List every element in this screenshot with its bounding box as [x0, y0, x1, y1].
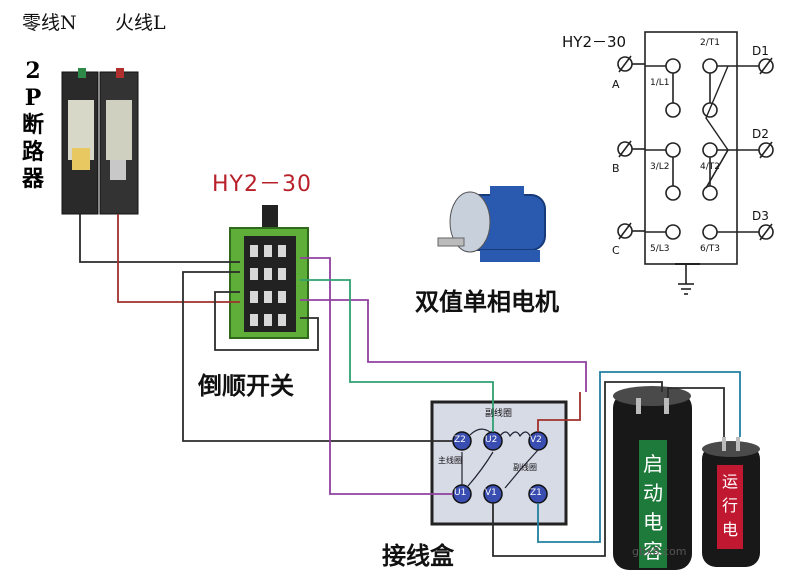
- wire-purple-to-u1: [300, 257, 453, 495]
- input-label-c: C: [612, 244, 620, 257]
- contact-4-t2: 4/T2: [700, 162, 720, 172]
- output-label-d2: D2: [752, 127, 769, 141]
- contact-5-l3: 5/L3: [650, 244, 670, 254]
- wire-red-v2: [537, 392, 581, 432]
- contact-3-l2: 3/L2: [650, 162, 670, 172]
- contact-6-t3: 6/T3: [700, 244, 720, 254]
- terminal-label-z1: Z1: [530, 488, 542, 498]
- circuit-breaker: [61, 68, 139, 215]
- breaker-char: 断: [21, 112, 44, 138]
- start-capacitor: [613, 386, 692, 570]
- wires: [79, 214, 741, 557]
- input-label-a: A: [612, 78, 620, 91]
- input-terminal-c: [617, 222, 645, 240]
- switch-caption: 倒顺开关: [198, 372, 294, 400]
- junction-header: 副线圈: [485, 409, 513, 419]
- wire-live-red: [117, 214, 240, 303]
- watermark: gbx8.com: [632, 545, 687, 558]
- breaker-char: P: [24, 85, 42, 111]
- breaker-char: 路: [21, 139, 44, 165]
- output-terminal-d1: [737, 57, 774, 75]
- wire-green-to-u2: [300, 279, 494, 432]
- output-terminal-d3: [737, 223, 774, 241]
- live-label: 火线L: [115, 12, 166, 34]
- terminal-label-v1: V1: [485, 488, 497, 498]
- start-cap-char: 启: [643, 452, 663, 476]
- wire-black-loop: [214, 291, 319, 351]
- run-capacitor: [702, 437, 760, 567]
- start-cap-char: 动: [643, 481, 663, 505]
- start-cap-char: 电: [643, 510, 663, 534]
- switch-schematic: [617, 31, 774, 295]
- breaker-char: 器: [21, 166, 44, 192]
- input-terminal-a: [617, 55, 645, 73]
- breaker-type-label: 2 P 断 路 器: [20, 58, 46, 193]
- switch-model: HY2－30: [212, 172, 312, 197]
- terminal-label-z2: Z2: [454, 435, 466, 445]
- wire-black-v1: [492, 381, 663, 557]
- wire-teal-cap: [537, 371, 741, 543]
- junction-caption: 接线盒: [382, 542, 454, 570]
- junction-side-label: 主线圈: [438, 456, 462, 465]
- run-capacitor-label: 运 行 电: [720, 470, 740, 542]
- breaker-char: 2: [25, 58, 41, 84]
- terminal-label-v2: V2: [530, 435, 542, 445]
- schematic-model: HY2－30: [562, 33, 627, 51]
- start-cap-char: 容: [643, 539, 663, 563]
- run-cap-char: 运: [721, 472, 738, 491]
- wire-start-to-run: [667, 387, 725, 437]
- contact-2-t1: 2/T1: [700, 38, 720, 48]
- input-terminal-b: [617, 140, 645, 158]
- terminal-label-u1: U1: [454, 488, 467, 498]
- contact-1-l1: 1/L1: [650, 78, 670, 88]
- run-cap-char: 电: [721, 520, 738, 539]
- output-label-d1: D1: [752, 44, 769, 58]
- start-capacitor-label: 启 动 电 容: [642, 450, 664, 566]
- neutral-label: 零线N: [22, 12, 77, 34]
- reversing-switch: [229, 205, 309, 339]
- motor-illustration: [437, 186, 546, 262]
- wire-black-to-z2: [182, 271, 453, 442]
- motor-caption: 双值单相电机: [415, 288, 559, 316]
- junction-coil-label: 副线圈: [513, 463, 537, 472]
- run-cap-char: 行: [721, 496, 738, 515]
- output-label-d3: D3: [752, 209, 769, 223]
- terminal-label-u2: U2: [485, 435, 498, 445]
- junction-box: [430, 400, 568, 526]
- input-label-b: B: [612, 162, 620, 175]
- output-terminal-d2: [737, 141, 774, 159]
- wire-purple-right: [300, 299, 587, 392]
- wire-neutral-black: [79, 214, 240, 263]
